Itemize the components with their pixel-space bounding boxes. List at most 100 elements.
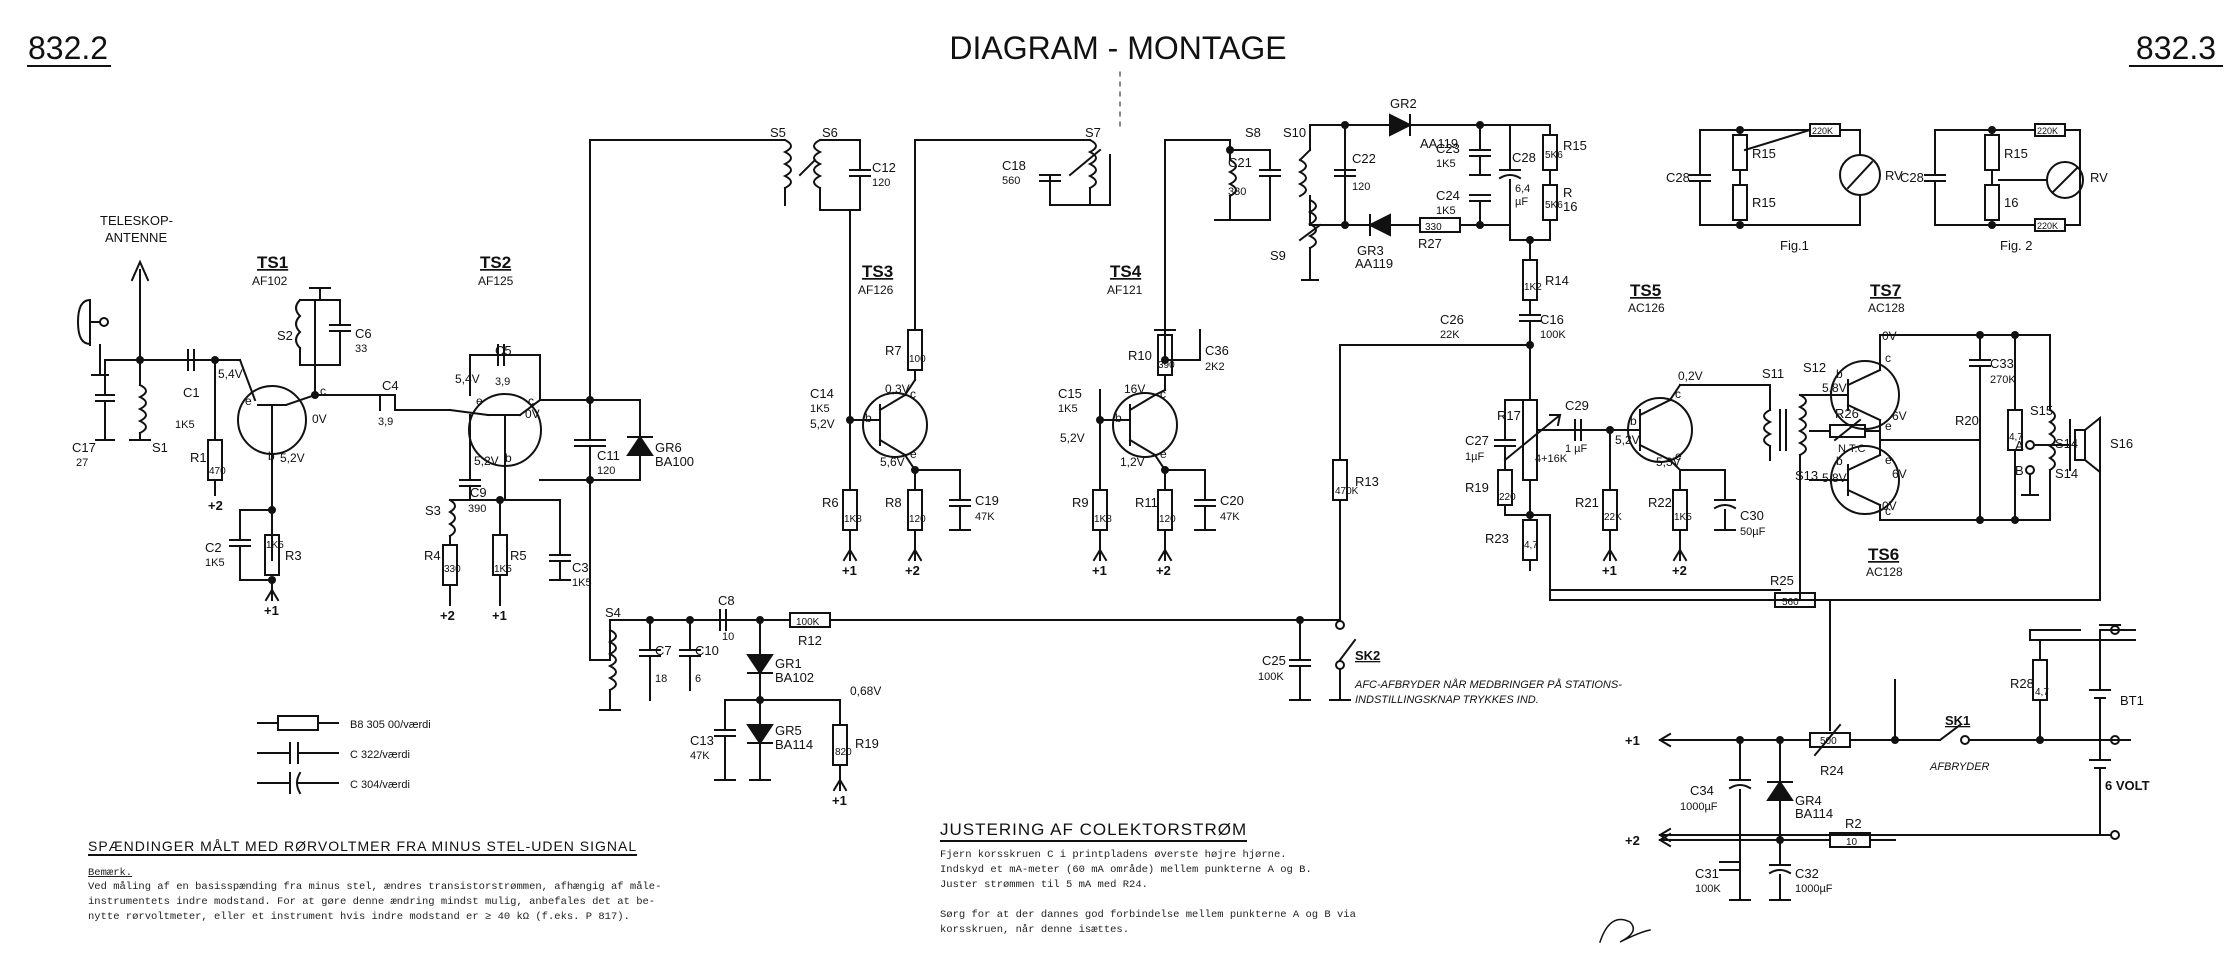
r23-label: R23 — [1485, 531, 1509, 546]
supply-label: +2 — [1625, 833, 1640, 848]
r1-value: 470 — [209, 466, 226, 477]
c3-label: C3 — [572, 560, 589, 575]
r8-value: 120 — [909, 514, 926, 525]
sk1-afbryder: AFBRYDER — [1929, 761, 1990, 773]
pin-label: e — [1885, 419, 1892, 433]
r15-value: 5K6 — [1545, 150, 1563, 161]
r14-label: R14 — [1545, 273, 1569, 288]
pin-label: e — [245, 394, 252, 408]
voltage-label: 5,8V — [1822, 471, 1847, 485]
r22-value: 1K5 — [1674, 512, 1692, 523]
legend-resistor: B8 305 00/værdi — [350, 719, 431, 731]
supply-label: +2 — [440, 608, 455, 623]
supply-label: +1 — [1625, 733, 1640, 748]
s1-label: S1 — [152, 440, 168, 455]
r6-value: 1K8 — [844, 514, 862, 525]
page-number-right: 832.3 — [2135, 30, 2216, 66]
voltage-label: 5,4V — [455, 372, 480, 386]
battery-voltage: 6 VOLT — [2105, 778, 2150, 793]
r24-value: 500 — [1820, 736, 1837, 747]
pin-label: c — [1675, 387, 1681, 401]
c27-label: C27 — [1465, 433, 1489, 448]
c18-label: C18 — [1002, 158, 1026, 173]
fig1-c28-label: C28 — [1666, 170, 1690, 185]
s14-label-2: S14 — [2055, 466, 2078, 481]
c16-label: C16 — [1540, 312, 1564, 327]
r4-label: R4 — [424, 548, 441, 563]
gr1-value: BA102 — [775, 670, 814, 685]
r16-label-2: 16 — [1563, 199, 1577, 214]
voltage-label: 5,2V — [1615, 433, 1640, 447]
r24-label: R24 — [1820, 763, 1844, 778]
pin-label: c — [1885, 504, 1891, 518]
c25-value: 100K — [1258, 671, 1284, 683]
c4-label: C4 — [382, 378, 399, 393]
r5-label: R5 — [510, 548, 527, 563]
s4-label: S4 — [605, 605, 621, 620]
c8-label: C8 — [718, 593, 735, 608]
r11-label: R11 — [1135, 495, 1158, 510]
ts7-label: TS7 — [1870, 281, 1901, 300]
voltage-label: 5,2V — [280, 451, 305, 465]
c5-label: C5 — [495, 343, 512, 358]
point-a: A — [2015, 438, 2024, 453]
voltage-label: 5,2V — [474, 454, 499, 468]
pin-label: e — [1160, 447, 1167, 461]
c30-label: C30 — [1740, 508, 1764, 523]
c10-value: 6 — [695, 673, 701, 685]
sk1-label: SK1 — [1945, 713, 1970, 728]
c2-value: 1K5 — [205, 557, 225, 569]
voltage-label: 5,6V — [880, 455, 905, 469]
pin-label: b — [505, 451, 512, 465]
c17-label: C17 — [72, 440, 96, 455]
ts3-label: TS3 — [862, 262, 893, 281]
legend-capacitor-1: C 322/værdi — [350, 749, 410, 761]
voltage-label: 5,8V — [1822, 381, 1847, 395]
fig1-resistor-value: 220K — [1812, 126, 1833, 136]
voltage-label: 16V — [1124, 382, 1145, 396]
r28-value: 4,7 — [2035, 687, 2049, 698]
ts6-label: TS6 — [1868, 545, 1899, 564]
c34-label: C34 — [1690, 783, 1714, 798]
s8-label: S8 — [1245, 125, 1261, 140]
pin-label: c — [320, 384, 326, 398]
pin-label: b — [1836, 454, 1843, 468]
antenna-label-1: TELESKOP- — [100, 213, 173, 228]
c28-label: C28 — [1512, 150, 1536, 165]
c26-value: 22K — [1440, 329, 1460, 341]
gr4-value: BA114 — [1795, 806, 1833, 821]
ts7-type: AC128 — [1868, 301, 1905, 315]
pin-label: b — [1836, 367, 1843, 381]
pin-label: c — [910, 387, 916, 401]
c7-label: C7 — [655, 643, 672, 658]
r8-label: R8 — [885, 495, 902, 510]
c15-value: 1K5 — [1058, 403, 1078, 415]
legend-capacitor-2: C 304/værdi — [350, 779, 410, 791]
s3-label: S3 — [425, 503, 441, 518]
c31-value: 100K — [1695, 883, 1721, 895]
s2-label: S2 — [277, 328, 293, 343]
r19-label: R19 — [1465, 480, 1489, 495]
supply-label: +1 — [492, 608, 507, 623]
r9-label: R9 — [1072, 495, 1089, 510]
pin-label: c — [528, 394, 534, 408]
fig2-resistor-value-bottom: 220K — [2037, 221, 2058, 231]
c9-label: C9 — [470, 485, 487, 500]
r2-value: 10 — [1846, 837, 1858, 848]
gr2-label: GR2 — [1390, 96, 1417, 111]
r14-value: 1K2 — [1524, 282, 1542, 293]
c6-value: 33 — [355, 343, 367, 355]
c11-label: C11 — [597, 448, 620, 463]
afc-note-line-1: AFC-AFBRYDER NÅR MEDBRINGER PÅ STATIONS- — [1354, 678, 1622, 691]
c30-value: 50µF — [1740, 526, 1766, 538]
voltage-label: 0,3V — [885, 382, 910, 396]
voltage-label: 1,2V — [1120, 455, 1145, 469]
voltage-label: 0V — [525, 407, 540, 421]
r9-value: 1K8 — [1094, 514, 1112, 525]
pin-label: e — [1885, 453, 1892, 467]
r25-value: 560 — [1782, 597, 1799, 608]
c25-label: C25 — [1262, 653, 1286, 668]
s6-label: S6 — [822, 125, 838, 140]
r13-value: 470K — [1335, 486, 1359, 497]
